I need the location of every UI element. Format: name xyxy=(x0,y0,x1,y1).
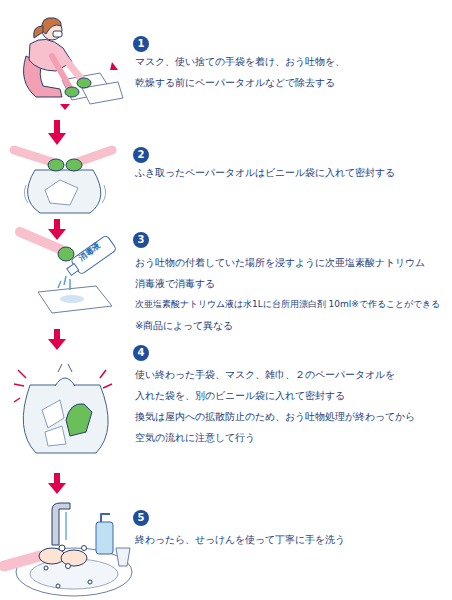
bag-tying xyxy=(48,159,64,171)
step-text: おう吐物の付着していた場所を浸すように次亜塩素酸ナトリウム消毒液で消毒する xyxy=(135,252,432,294)
step-arrow xyxy=(48,483,66,494)
sealed-bag xyxy=(45,426,66,446)
callout-number: 2 xyxy=(133,147,149,163)
disinfecting xyxy=(58,276,70,290)
sealed-bag xyxy=(42,400,64,428)
step-arrow xyxy=(48,133,66,145)
step-text: マスク、使い捨ての手袋を着け、おう吐物を、乾燥する前にペーパータオルなどで除去す… xyxy=(135,51,351,93)
disinfecting xyxy=(20,232,62,250)
bag-tying xyxy=(14,150,112,213)
disinfecting xyxy=(38,286,112,313)
step-number: 4 xyxy=(133,345,149,361)
hand-washing xyxy=(56,584,60,588)
hand-washing xyxy=(52,503,70,545)
step-text: 換気は屋内への拡散防止のため、おう吐物処理が終わってから空気の流れに注意して行う xyxy=(135,406,423,448)
sealed-bag xyxy=(14,370,112,402)
step-arrow xyxy=(48,229,66,240)
disinfecting xyxy=(58,247,74,261)
sealed-bag xyxy=(23,385,108,453)
bag-tying xyxy=(28,170,101,213)
callout-number: 1 xyxy=(133,36,149,52)
sealed-bag xyxy=(55,378,75,386)
step-number: 2 xyxy=(133,147,149,163)
hand-washing xyxy=(59,545,65,551)
bag-tying xyxy=(14,150,52,162)
callout-number: 3 xyxy=(133,232,149,248)
step-number: 1 xyxy=(133,36,149,52)
bag-tying xyxy=(78,150,112,162)
number-circle xyxy=(133,232,149,248)
disinfecting xyxy=(60,295,84,303)
hand-washing xyxy=(65,512,67,540)
callout-number: 5 xyxy=(133,510,149,526)
step-text: ※商品によって異なる xyxy=(135,315,440,336)
wiping-figure xyxy=(65,87,79,97)
number-circle xyxy=(133,345,149,361)
step-text: 次亜塩素酸ナトリウム液は水1Lに台所用漂白剤 10ml※で作ることができる xyxy=(135,294,447,315)
step-number: 5 xyxy=(133,510,149,526)
bag-tying xyxy=(66,159,82,171)
hand-washing xyxy=(82,546,87,551)
step-text: 使い終わった手袋、マスク、雑巾、２のペーパータオルを入れた袋を、別のビニール袋に… xyxy=(135,364,403,406)
bag-tying xyxy=(45,180,78,205)
hand-washing xyxy=(61,550,87,566)
hand-washing xyxy=(88,580,92,584)
wiping-figure xyxy=(53,31,62,37)
hand-washing xyxy=(4,503,132,596)
bag-tying xyxy=(24,185,28,203)
hand-washing xyxy=(116,548,130,566)
wiping-figure xyxy=(77,78,91,88)
sealed-bag xyxy=(14,364,112,453)
wiping-figure xyxy=(34,26,43,38)
number-circle xyxy=(133,36,149,52)
step-number: 3 xyxy=(133,232,149,248)
wiping-figure xyxy=(24,18,123,110)
number-circle xyxy=(133,147,149,163)
step-arrow xyxy=(48,339,66,350)
sealed-bag xyxy=(58,364,72,372)
wiping-figure xyxy=(110,62,118,70)
hand-washing xyxy=(4,556,40,566)
wiping-figure xyxy=(60,104,70,110)
hand-washing xyxy=(66,564,71,569)
bag-tying xyxy=(102,185,106,203)
disinfecting xyxy=(67,264,79,276)
disinfecting xyxy=(64,235,117,280)
wiping-figure xyxy=(52,56,70,88)
hand-washing xyxy=(96,522,113,554)
hand-washing xyxy=(44,566,48,570)
callout-number: 4 xyxy=(133,345,149,361)
hand-washing xyxy=(101,514,110,522)
number-circle xyxy=(133,510,149,526)
step-arrow xyxy=(54,120,60,134)
sealed-bag xyxy=(66,404,92,436)
step-text: 終わったら、せっけんを使って丁寧に手を洗う xyxy=(135,529,440,550)
step-text: ふき取ったペーパータオルはビニール袋に入れて密封する xyxy=(135,162,440,183)
disinfecting xyxy=(20,232,117,313)
